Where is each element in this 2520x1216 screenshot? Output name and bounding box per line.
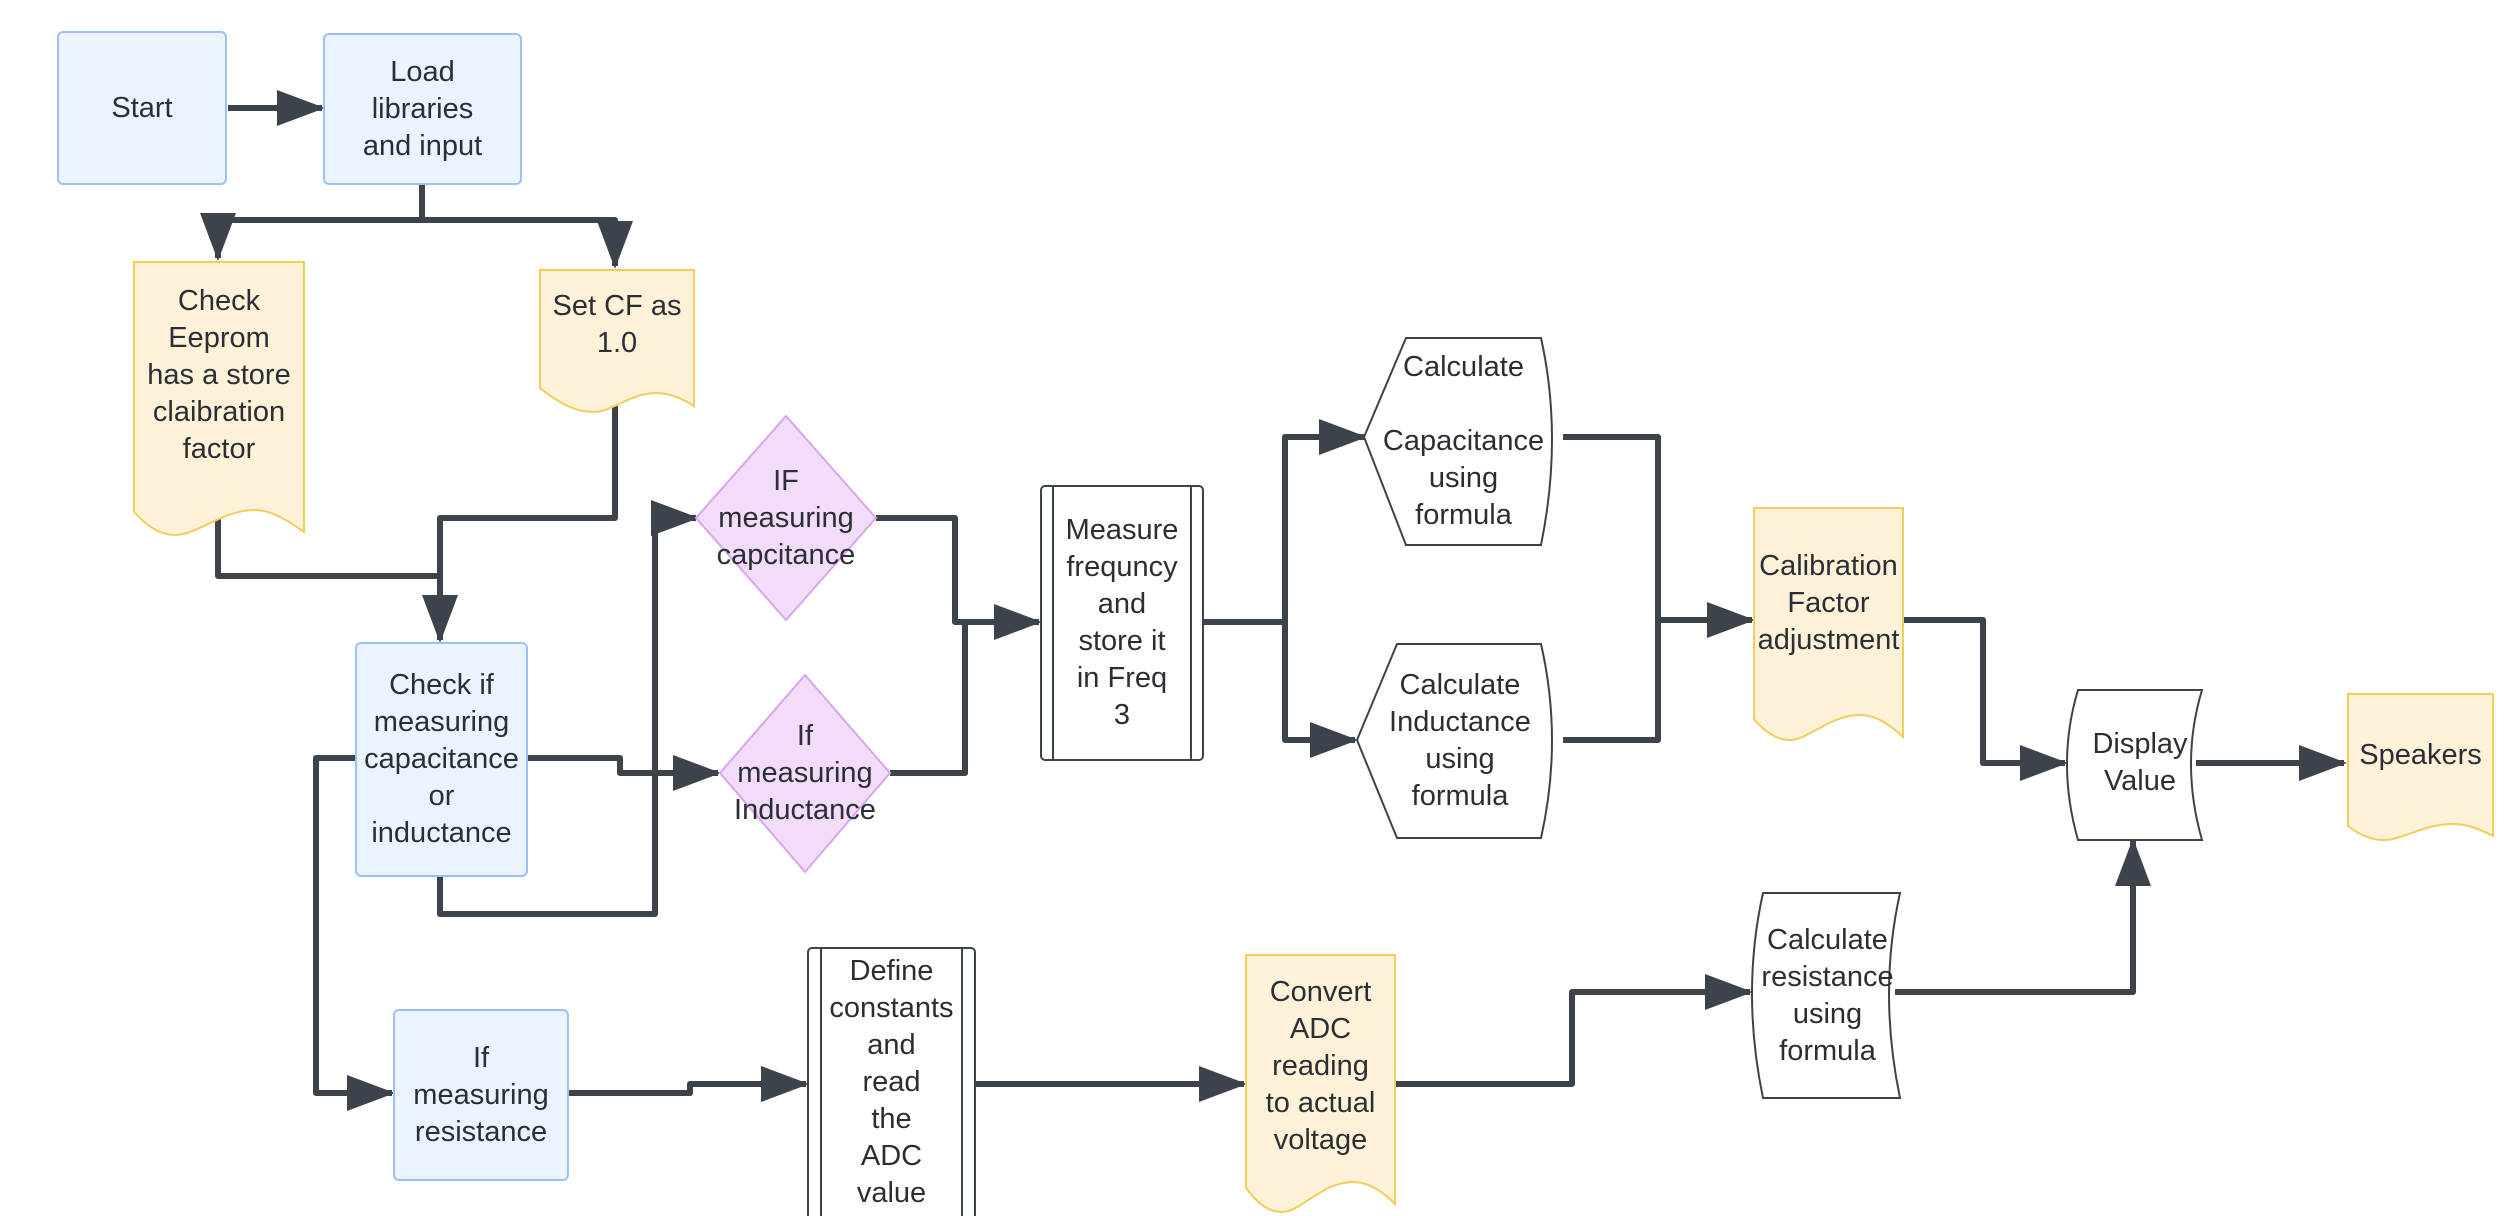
edge-check-mode-to-if-ind[interactable] (527, 755, 721, 791)
speakers-node-shape[interactable] (2347, 693, 2494, 842)
nodes (57, 31, 2494, 1216)
if-res-node-shape[interactable] (393, 1009, 569, 1181)
start-label: Start (111, 91, 173, 124)
calc-ind-node-shape[interactable] (1355, 643, 1553, 839)
if-ind-node-shape[interactable] (718, 673, 892, 874)
if-ind-label: If measuring Inductance (734, 720, 876, 826)
display-label: Display Value (2092, 728, 2188, 797)
convert-adc-node-shape[interactable] (1245, 954, 1396, 1214)
edge-calc-res-to-display[interactable] (1895, 838, 2151, 995)
calc-res-node-shape[interactable] (1751, 892, 1902, 1099)
connectors (200, 90, 2347, 1111)
define-const-label: Define constants and read the ADC value (829, 954, 954, 1209)
check-mode-label: Check if measuring capacitance or induct… (364, 669, 519, 849)
edge-load-to-check-eeprom[interactable] (200, 184, 425, 261)
edge-calibration-to-display[interactable] (1903, 617, 2068, 781)
edge-if-ind-to-measure[interactable] (890, 622, 968, 776)
if-cap-label: IF measuring capcitance (716, 464, 856, 571)
measure-freq-node-shape[interactable] (1040, 485, 1204, 761)
set-cf-node-shape[interactable] (539, 269, 695, 414)
measure-freq-label: Measure frequncy and store it in Freq 3 (1065, 514, 1179, 731)
load-node-shape[interactable] (323, 33, 522, 185)
display-node-shape[interactable] (2066, 689, 2204, 841)
if-cap-node-shape[interactable] (694, 414, 878, 622)
edge-check-mode-to-if-res[interactable] (313, 755, 395, 1111)
edge-if-cap-to-measure[interactable] (876, 515, 1042, 640)
edge-check-mode-to-if-cap[interactable] (437, 500, 699, 917)
set-cf-label: Set CF as 1.0 (552, 290, 682, 359)
check-eeprom-node-shape[interactable] (133, 261, 305, 537)
convert-adc-label: Convert ADC reading to actual voltage (1265, 975, 1376, 1156)
edge-if-res-to-define[interactable] (568, 1066, 809, 1102)
if-res-label: If measuring resistance (413, 1041, 549, 1148)
calc-ind-label: Calculate Inductance using formula (1389, 669, 1531, 812)
speakers-label: Speakers (2359, 738, 2482, 771)
calc-res-label: Calculate resistance using formula (1761, 923, 1894, 1067)
load-label: Load libraries and input (362, 55, 483, 162)
edge-set-cf-to-check-mode[interactable] (437, 396, 618, 576)
edge-measure-to-calc-cap[interactable] (1203, 419, 1367, 625)
edge-calc-cap-to-calibration[interactable] (1563, 434, 1755, 638)
edge-measure-to-calc-ind[interactable] (1282, 622, 1358, 758)
check-eeprom-label: Check Eeprom has a store claibration fac… (147, 284, 291, 465)
edge-convert-to-calc-res[interactable] (1395, 974, 1753, 1087)
calibration-label: Calibration Factor adjustment (1757, 549, 1900, 656)
edge-load-to-set-cf[interactable] (422, 217, 633, 269)
start-node-shape[interactable] (57, 31, 227, 185)
edge-check-eeprom-to-check-mode[interactable] (215, 510, 458, 643)
define-const-node-shape[interactable] (807, 947, 976, 1216)
edge-calc-ind-to-calibration[interactable] (1563, 620, 1661, 743)
calibration-node-shape[interactable] (1753, 507, 1904, 742)
calc-cap-node-shape[interactable] (1362, 337, 1553, 546)
calc-cap-label: Calculate Capacitance using formula (1382, 351, 1545, 531)
check-mode-node-shape[interactable] (355, 642, 528, 877)
